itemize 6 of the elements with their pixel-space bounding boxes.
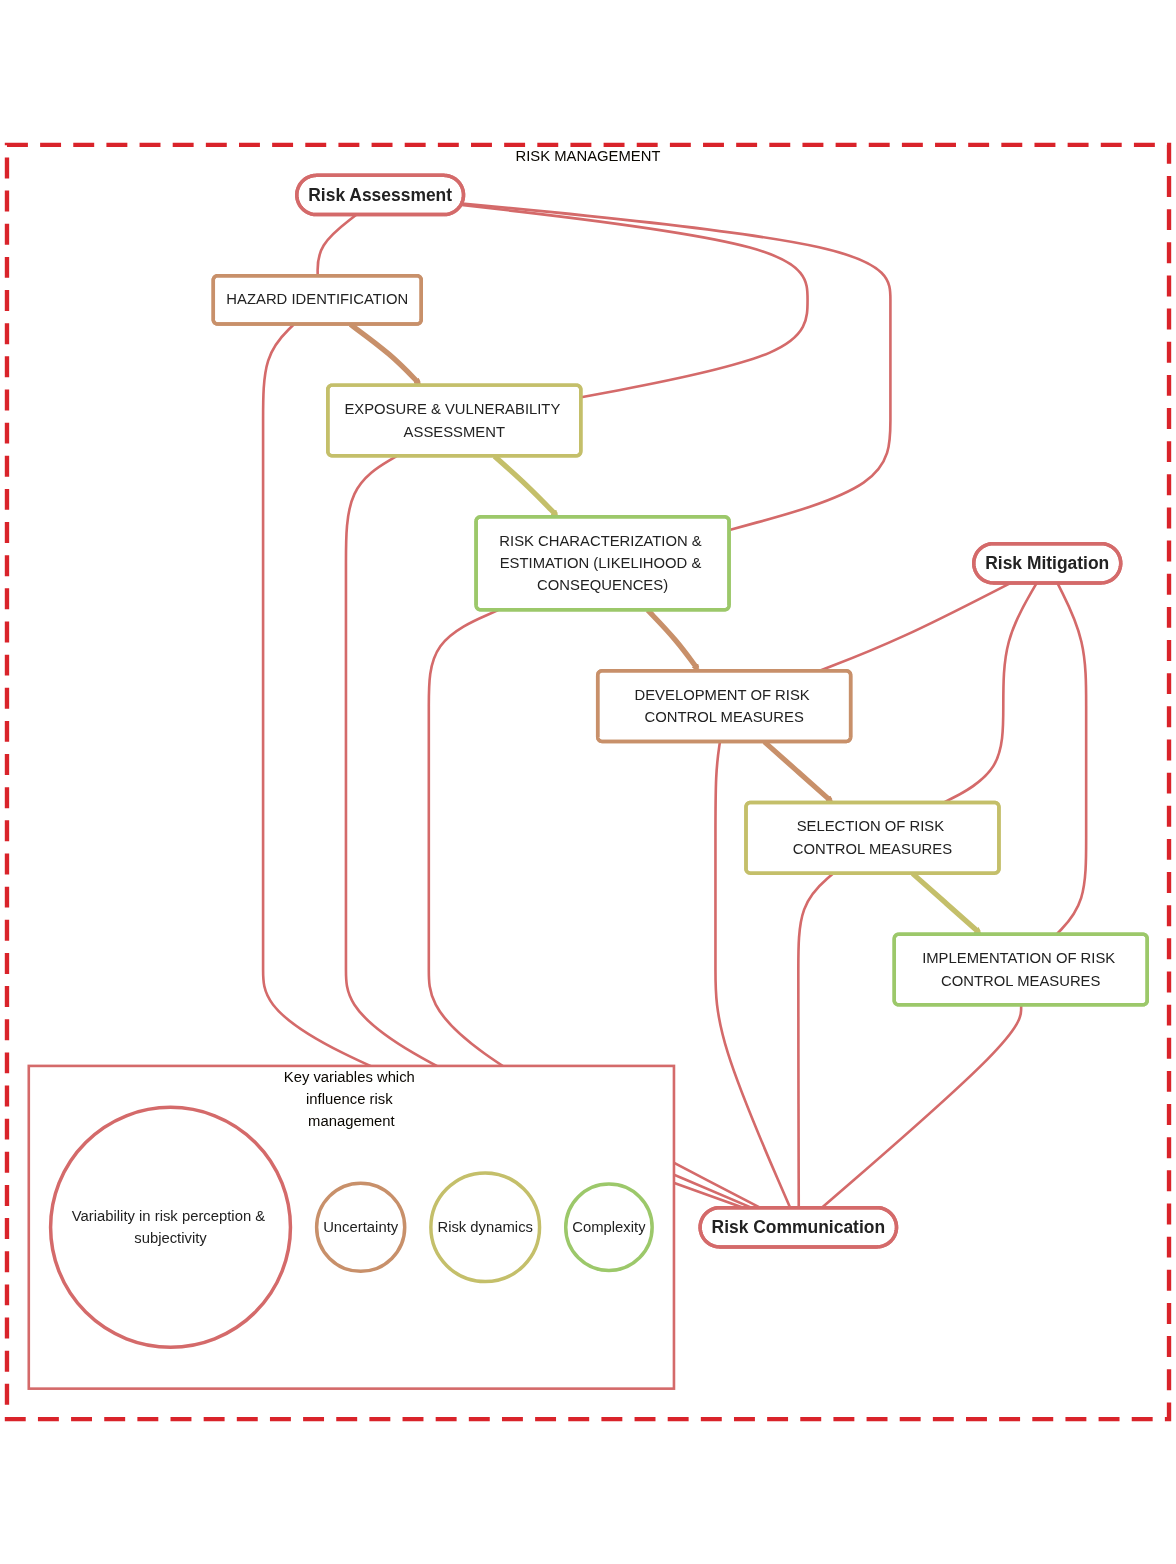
node-circle: Risk dynamics	[429, 1171, 542, 1284]
node-circle: Variability in risk perception & subjectivity	[48, 1105, 293, 1349]
connector	[462, 202, 892, 532]
node-circle: Uncertainty	[314, 1181, 407, 1274]
connector	[461, 203, 809, 399]
node-circle: Complexity	[563, 1182, 654, 1273]
